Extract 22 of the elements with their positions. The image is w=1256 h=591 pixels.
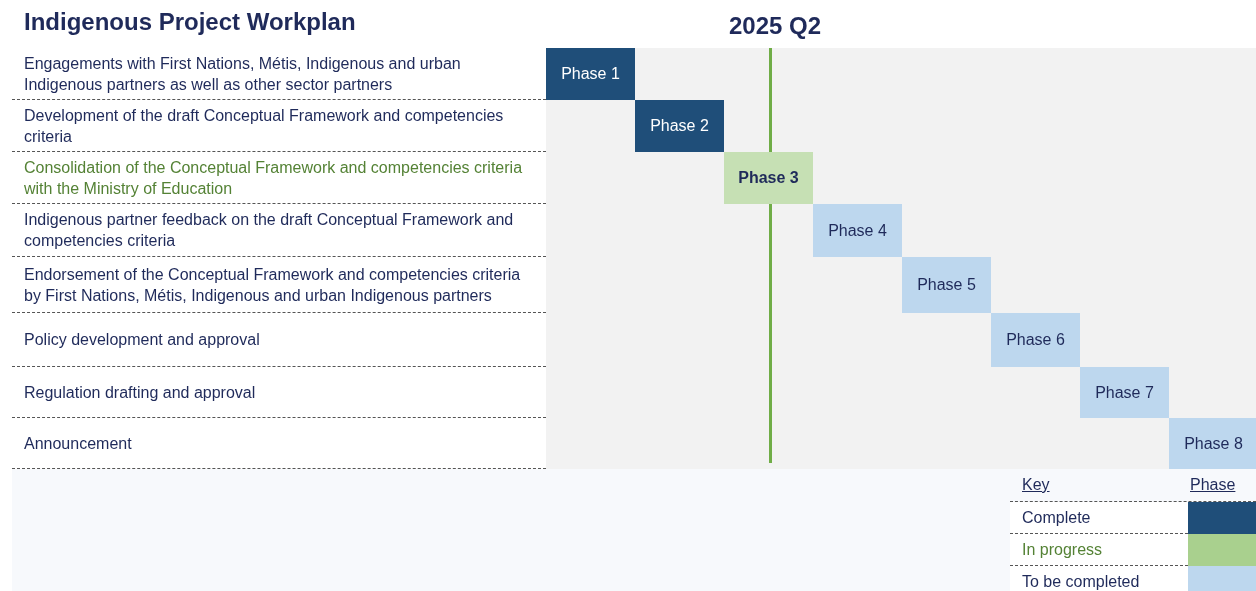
task-label: Development of the draft Conceptual Framework and competencies criteria	[12, 100, 546, 152]
key-header: Phase	[1190, 476, 1237, 495]
task-label: Policy development and approval	[12, 313, 546, 367]
phase-bar: Phase 7	[1080, 367, 1169, 418]
task-label: Regulation drafting and approval	[12, 367, 546, 418]
task-label: Endorsement of the Conceptual Framework and competencies criteria by First Nations, Métis, Indigenous and urban Indigenous partners	[12, 257, 546, 313]
phase-bar: Phase 3	[724, 152, 813, 204]
phase-bar: Phase 2	[635, 100, 724, 152]
title: Indigenous Project Workplan	[24, 8, 357, 37]
task-label: Indigenous partner feedback on the draft Conceptual Framework and competencies criteria	[12, 204, 546, 257]
period-heading: 2025 Q2	[727, 12, 823, 41]
task-label: Consolidation of the Conceptual Framework and competencies criteria with the Ministry of Education	[12, 152, 546, 204]
phase-bar: Phase 1	[546, 48, 635, 100]
phase-bar: Phase 5	[902, 257, 991, 313]
phase-bar: Phase 6	[991, 313, 1080, 367]
legend-label: In progress	[1010, 534, 1188, 566]
phase-bar: Phase 8	[1169, 418, 1256, 469]
legend-label: Complete	[1010, 502, 1188, 534]
phase-bar: Phase 4	[813, 204, 902, 257]
legend-label: To be completed	[1010, 566, 1188, 591]
task-label: Announcement	[12, 418, 546, 469]
key-header: Key	[1022, 476, 1051, 495]
